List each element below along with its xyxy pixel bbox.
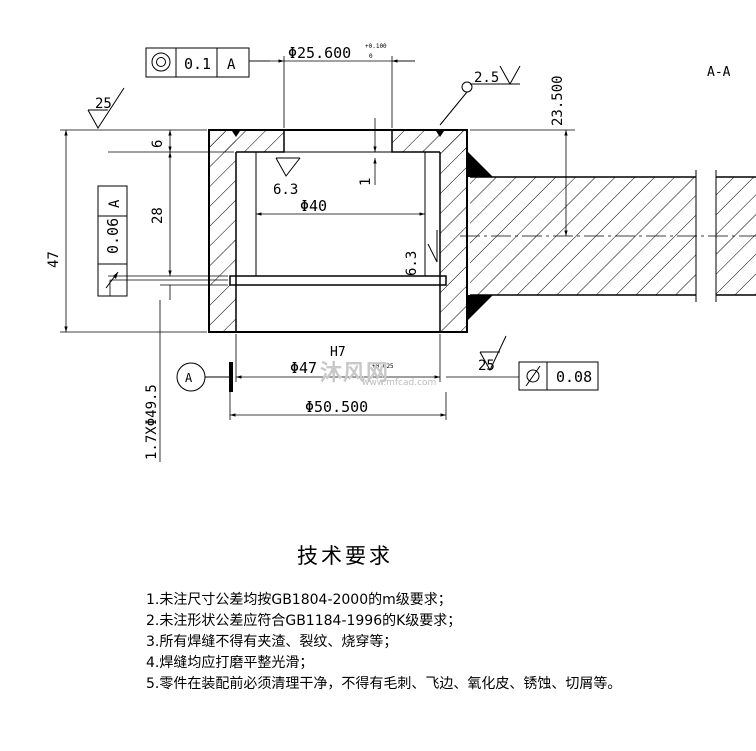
note-item: 2.未注形状公差应符合GB1184-1996的K级要求； <box>146 613 462 629</box>
top-diameter-dim: Φ25.600 <box>288 44 351 62</box>
note-item: 4.焊缝均应打磨平整光滑； <box>146 655 314 671</box>
top-diameter-tol-lower: 0 <box>369 53 373 60</box>
concentricity-icon <box>151 52 171 72</box>
dimension-texts: A-A Φ25.600 +0.100 0 25 2.5 6.3 6.3 25 Φ… <box>46 43 731 460</box>
offset-dim: 23.500 <box>550 75 566 126</box>
svg-text:0.08: 0.08 <box>556 368 592 386</box>
svg-text:0.06: 0.06 <box>104 218 122 254</box>
dimension-lines <box>60 56 575 462</box>
notes-list: 1.未注尺寸公差均按GB1804-2000的m级要求； 2.未注形状公差应符合G… <box>146 590 621 695</box>
bore-diameter-dim: Φ47 <box>290 359 317 377</box>
roughness-top-right: 2.5 <box>474 70 499 86</box>
bushing-section <box>208 129 468 333</box>
datum-marker: A <box>176 362 233 392</box>
roughness-symbols <box>87 65 521 372</box>
top-diameter-tol-upper: +0.100 <box>365 43 387 50</box>
note-item: 1.未注尺寸公差均按GB1804-2000的m级要求； <box>146 592 452 608</box>
roughness-inner: 6.3 <box>273 182 298 198</box>
height-top-dim: 6 <box>150 140 166 148</box>
bore-tol: +0.025 <box>372 363 394 370</box>
svg-text:A: A <box>185 371 193 385</box>
runout-frame: 0.06 A <box>97 185 128 297</box>
roughness-inner-side: 6.3 <box>404 251 420 276</box>
outer-diameter-dim: Φ50.500 <box>305 398 368 416</box>
svg-text:A: A <box>107 199 123 208</box>
cylindricity-icon <box>525 365 541 387</box>
height-mid-dim: 28 <box>150 207 166 224</box>
svg-text:0.1: 0.1 <box>184 55 211 73</box>
note-item: 3.所有焊缝不得有夹渣、裂纹、烧穿等； <box>146 634 398 650</box>
total-height-dim: 47 <box>46 251 62 268</box>
cylindricity-frame: 0.08 <box>518 361 599 391</box>
weld-dim: 1.7XΦ49.5 <box>144 384 160 460</box>
roughness-top-left: 25 <box>95 96 112 112</box>
runout-icon <box>105 271 119 289</box>
shaft-section <box>460 150 756 322</box>
note-item: 5.零件在装配前必须清理干净，不得有毛刺、飞边、氧化皮、锈蚀、切屑等。 <box>146 676 622 692</box>
bore-fit: H7 <box>330 345 346 360</box>
groove-depth-dim: 1 <box>358 178 374 186</box>
roughness-bottom-right: 25 <box>478 358 495 374</box>
section-label: A-A <box>707 65 731 80</box>
svg-text:A: A <box>227 57 236 73</box>
concentricity-frame: 0.1 A <box>145 47 250 78</box>
notes-title: 技术要求 <box>297 544 393 568</box>
inner-diameter-dim: Φ40 <box>300 197 327 215</box>
